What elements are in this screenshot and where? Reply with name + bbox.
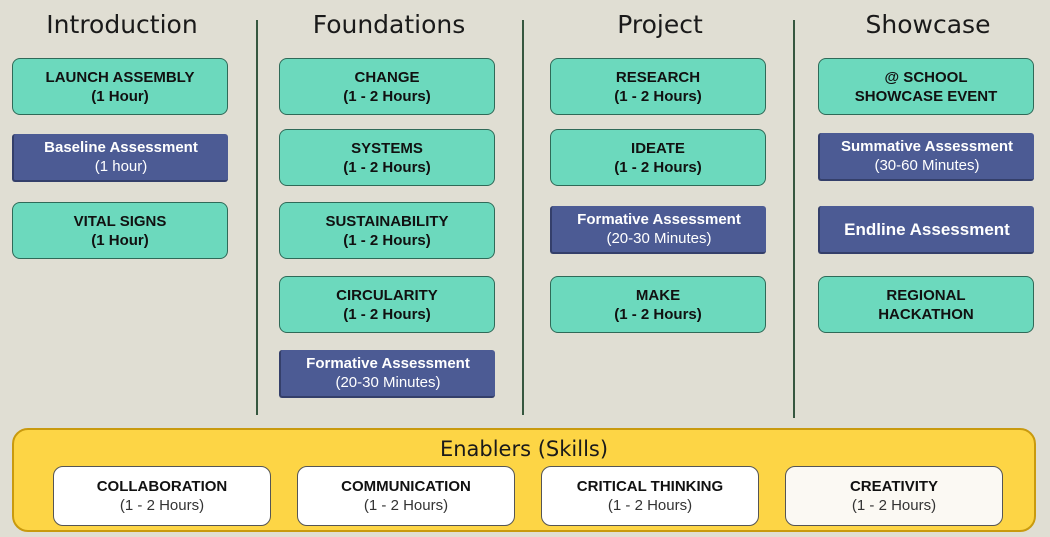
session-duration: (1 - 2 Hours) <box>343 87 431 105</box>
assessment-name: Formative Assessment <box>577 211 741 228</box>
session-name: @ SCHOOL <box>884 68 968 86</box>
session-duration: (1 - 2 Hours) <box>614 158 702 176</box>
session-name-line2: HACKATHON <box>878 305 974 323</box>
skill-name: COLLABORATION <box>96 478 228 495</box>
skill-duration: (1 - 2 Hours) <box>119 497 205 514</box>
session-box: SUSTAINABILITY (1 - 2 Hours) <box>279 202 495 259</box>
session-duration: (1 - 2 Hours) <box>614 305 702 323</box>
session-box: LAUNCH ASSEMBLY (1 Hour) <box>12 58 228 115</box>
session-name: VITAL SIGNS <box>73 212 167 230</box>
session-name: CIRCULARITY <box>336 286 438 304</box>
assessment-duration: (20-30 Minutes) <box>335 374 441 391</box>
skill-name: CREATIVITY <box>849 478 939 495</box>
skill-name: CRITICAL THINKING <box>576 478 724 495</box>
session-box: SYSTEMS (1 - 2 Hours) <box>279 129 495 186</box>
session-name: REGIONAL <box>886 286 966 304</box>
assessment-box: Formative Assessment (20-30 Minutes) <box>550 206 766 254</box>
session-duration: (1 - 2 Hours) <box>614 87 702 105</box>
assessment-name: Summative Assessment <box>840 138 1014 155</box>
column-divider <box>522 20 524 415</box>
assessment-name: Formative Assessment <box>306 355 470 372</box>
column-title: Showcase <box>865 10 991 39</box>
assessment-box: Formative Assessment (20-30 Minutes) <box>279 350 495 398</box>
skill-duration: (1 - 2 Hours) <box>607 497 693 514</box>
session-name: RESEARCH <box>615 68 701 86</box>
column-divider <box>793 20 795 418</box>
session-name: LAUNCH ASSEMBLY <box>45 68 195 86</box>
session-duration: (1 Hour) <box>91 87 149 105</box>
session-box: REGIONAL HACKATHON <box>818 276 1034 333</box>
skill-box-critical-thinking: CRITICAL THINKING (1 - 2 Hours) <box>541 466 759 526</box>
session-duration: (1 Hour) <box>91 231 149 249</box>
assessment-duration: (30-60 Minutes) <box>874 157 980 174</box>
session-name: SYSTEMS <box>351 139 423 157</box>
assessment-name: Baseline Assessment <box>44 139 198 156</box>
session-box: MAKE (1 - 2 Hours) <box>550 276 766 333</box>
session-name: MAKE <box>635 286 681 304</box>
column-title: Introduction <box>46 10 198 39</box>
session-duration: (1 - 2 Hours) <box>343 305 431 323</box>
session-box: RESEARCH (1 - 2 Hours) <box>550 58 766 115</box>
column-divider <box>256 20 258 415</box>
skill-box-communication: COMMUNICATION (1 - 2 Hours) <box>297 466 515 526</box>
assessment-box: Baseline Assessment (1 hour) <box>12 134 228 182</box>
assessment-name: Endline Assessment <box>844 219 1010 239</box>
session-name-line2: SHOWCASE EVENT <box>854 87 998 105</box>
assessment-duration: (1 hour) <box>94 158 148 175</box>
session-box: VITAL SIGNS (1 Hour) <box>12 202 228 259</box>
session-duration: (1 - 2 Hours) <box>343 158 431 176</box>
assessment-box: Summative Assessment (30-60 Minutes) <box>818 133 1034 181</box>
session-box: CHANGE (1 - 2 Hours) <box>279 58 495 115</box>
enablers-panel: Enablers (Skills) COLLABORATION (1 - 2 H… <box>12 428 1036 532</box>
column-title: Project <box>617 10 703 39</box>
column-title: Foundations <box>312 10 466 39</box>
assessment-duration: (20-30 Minutes) <box>606 230 712 247</box>
skill-duration: (1 - 2 Hours) <box>851 497 937 514</box>
session-name: SUSTAINABILITY <box>325 212 449 230</box>
skill-duration: (1 - 2 Hours) <box>363 497 449 514</box>
enablers-title: Enablers (Skills) <box>439 437 609 461</box>
skill-box-creativity: CREATIVITY (1 - 2 Hours) <box>785 466 1003 526</box>
session-box: CIRCULARITY (1 - 2 Hours) <box>279 276 495 333</box>
assessment-box: Endline Assessment <box>818 206 1034 254</box>
session-name: IDEATE <box>631 139 685 157</box>
session-name: CHANGE <box>354 68 420 86</box>
skill-box-collaboration: COLLABORATION (1 - 2 Hours) <box>53 466 271 526</box>
session-box: IDEATE (1 - 2 Hours) <box>550 129 766 186</box>
skill-name: COMMUNICATION <box>341 478 471 495</box>
session-box: @ SCHOOL SHOWCASE EVENT <box>818 58 1034 115</box>
session-duration: (1 - 2 Hours) <box>343 231 431 249</box>
